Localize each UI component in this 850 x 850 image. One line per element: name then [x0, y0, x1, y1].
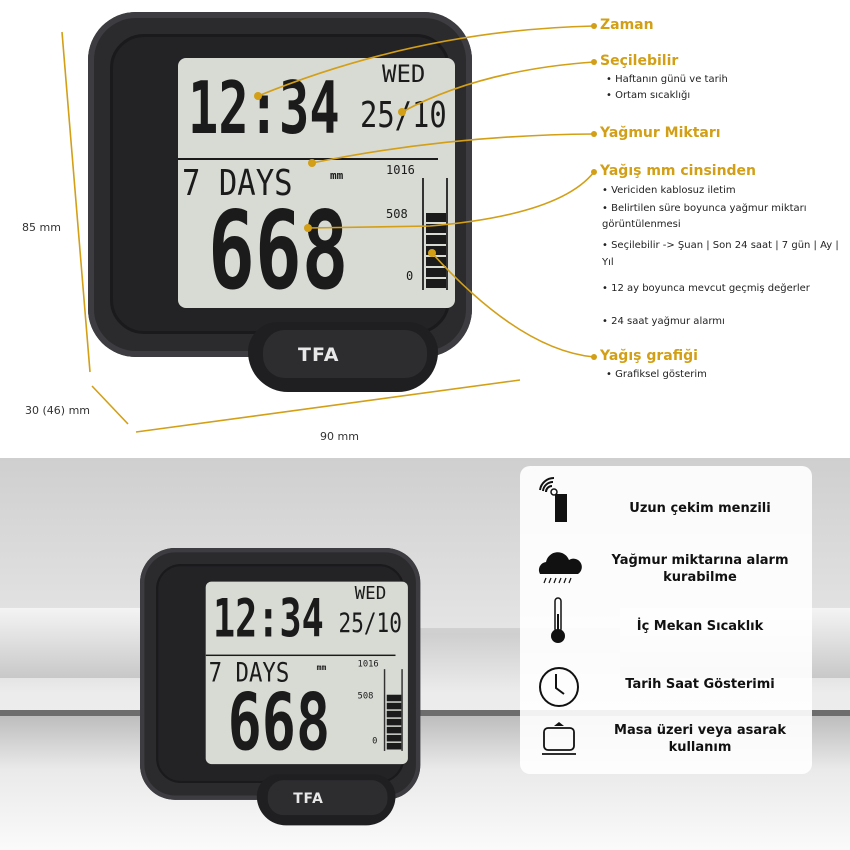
dimension-depth: 30 (46) mm — [25, 404, 91, 417]
bar-segment — [386, 702, 402, 710]
device-stand-inset — [263, 330, 427, 378]
bar-segment — [386, 710, 402, 718]
bar-segment — [386, 694, 402, 702]
bar-segment — [426, 246, 446, 255]
brand-logo: TFA — [293, 790, 324, 807]
bar-segment — [386, 718, 402, 726]
bar-segment — [386, 734, 402, 742]
lcd-bar-graph — [383, 669, 403, 751]
bar-segment — [426, 279, 446, 288]
lcd-rain-value: 668 — [227, 677, 331, 765]
lcd-day: WED — [354, 583, 387, 604]
lcd-divider — [205, 654, 396, 657]
clock-icon — [539, 667, 579, 707]
bar-segment — [426, 213, 446, 222]
table-wall-mount-icon — [542, 722, 576, 755]
callout-bullet: • Seçilebilir -> Şuan | Son 24 saat | 7 … — [602, 240, 839, 268]
lcd-scale-mid: 508 — [386, 207, 408, 221]
callout-bullet: • 24 saat yağmur alarmı — [602, 316, 725, 327]
device-stand-inset — [267, 780, 388, 816]
thermometer-icon — [551, 597, 565, 643]
lcd-unit: mm — [316, 662, 327, 673]
callout-bullet: • Vericiden kablosuz iletim — [602, 185, 736, 196]
brand-logo: TFA — [298, 344, 340, 366]
callout-bullet: • Haftanın günü ve tarih — [606, 74, 728, 85]
product-diagram: TFA 12:34 WED 25/10 7 DAYS mm 1016 668 5… — [22, 12, 839, 443]
feature-label: Yağmur miktarına alarm kurabilme — [611, 553, 789, 585]
callout-lines — [61, 23, 597, 433]
lcd-divider — [178, 158, 438, 160]
lcd-day: WED — [382, 60, 426, 88]
bar-segment — [426, 257, 446, 266]
table-edge — [0, 710, 850, 720]
bar-segment — [426, 268, 446, 277]
lcd-rain-value: 668 — [208, 189, 349, 308]
lcd-time: 12:34 — [188, 66, 340, 150]
callout-rain-amount: Yağmur Miktarı — [600, 125, 721, 141]
lcd-scale-min: 0 — [372, 735, 378, 746]
lcd-scale-max: 1016 — [386, 163, 415, 177]
dimension-width: 90 mm — [320, 430, 359, 443]
lcd-period: 7 DAYS — [182, 163, 293, 204]
lcd-display: 12:34 WED 25/10 7 DAYS mm 1016 668 508 0 — [178, 58, 455, 308]
callout-rain-mm: Yağış mm cinsinden — [600, 163, 757, 179]
bar-segment — [386, 742, 402, 750]
callout-bullet: • Ortam sıcaklığı — [606, 90, 691, 101]
rain-gauge-device: TFA 12:34 WED 25/10 7 DAYS mm 1016 668 5… — [140, 548, 421, 826]
lcd-scale-min: 0 — [406, 269, 414, 283]
feature-label: Uzun çekim menzili — [629, 501, 771, 516]
bar-segment — [426, 235, 446, 244]
callout-bullet: • 12 ay boyunca mevcut geçmiş değerler — [602, 283, 810, 294]
callout-selectable: Seçilebilir — [600, 53, 679, 69]
feature-label: Masa üzeri veya asarak kullanım — [614, 723, 786, 755]
callout-bullet: • Belirtilen süre boyunca yağmur miktarı… — [602, 203, 807, 230]
dimension-height: 85 mm — [22, 221, 61, 234]
lifestyle-photo: TFA 12:34 WED 25/10 7 DAYS mm 1016 668 5… — [0, 458, 850, 850]
rain-cloud-icon — [538, 552, 582, 584]
bar-segment — [426, 224, 446, 233]
wireless-sensor-icon — [539, 476, 567, 522]
feature-label: İç Mekan Sıcaklık — [636, 619, 764, 634]
features-panel: Uzun çekim menzili Yağmur miktarına alar… — [520, 466, 812, 774]
bar-segment — [386, 726, 402, 734]
callout-rain-graph: Yağış grafiği — [600, 348, 698, 364]
lcd-period: 7 DAYS — [208, 658, 290, 689]
lcd-bar-graph — [422, 178, 448, 290]
lcd-time: 12:34 — [213, 587, 324, 649]
lcd-date: 25/10 — [338, 608, 402, 639]
feature-label: Tarih Saat Gösterimi — [625, 677, 775, 692]
callout-time: Zaman — [600, 17, 654, 33]
shelf — [0, 608, 140, 678]
lcd-scale-mid: 508 — [357, 690, 374, 701]
rain-gauge-device: TFA 12:34 WED 25/10 7 DAYS mm 1016 668 5… — [88, 12, 472, 392]
lcd-unit: mm — [330, 169, 344, 182]
lcd-display: 12:34 WED 25/10 7 DAYS mm 1016 668 508 0 — [205, 581, 408, 765]
callout-bullet: • Grafiksel gösterim — [606, 369, 707, 380]
lcd-scale-max: 1016 — [357, 658, 379, 669]
